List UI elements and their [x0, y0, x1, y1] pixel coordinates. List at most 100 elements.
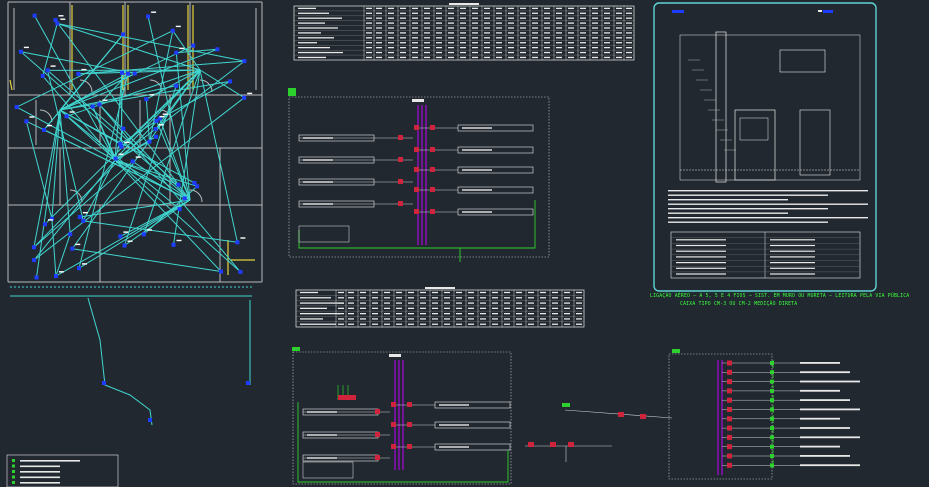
table-cell-text — [552, 323, 558, 325]
table-cell-text — [472, 22, 478, 24]
outlet-point — [141, 232, 146, 237]
table-cell-text — [580, 56, 586, 59]
circuit-tag — [48, 219, 53, 221]
table-cell-text — [532, 32, 538, 34]
load-box — [457, 186, 534, 194]
legend-text-line — [20, 460, 80, 462]
table-cell-text — [604, 46, 610, 49]
table-cell-text — [568, 22, 574, 24]
ground-terminal — [770, 416, 774, 421]
table-cell-text — [436, 46, 442, 49]
outlet-point — [170, 28, 175, 33]
circuit-run — [34, 15, 116, 161]
table-cell-text — [384, 297, 390, 299]
circuit-run — [33, 109, 61, 248]
breaker — [375, 455, 380, 460]
table-cell-text — [448, 32, 454, 34]
table-cell-text — [580, 42, 586, 44]
breaker — [398, 201, 403, 206]
table-cell-text — [544, 12, 550, 14]
detail-scale — [823, 10, 833, 13]
table-cell-text — [568, 27, 574, 29]
diagram-frame — [288, 96, 550, 258]
table-cell-text — [420, 291, 426, 294]
table-cell-text — [508, 17, 514, 19]
circuit-tag — [175, 25, 181, 28]
table-cell-text — [472, 37, 478, 39]
ground-terminal — [770, 435, 774, 440]
table-cell-text — [360, 312, 366, 315]
load-text — [462, 127, 492, 129]
table-cell-text — [460, 12, 466, 14]
table-cell-text — [338, 307, 344, 310]
table-cell-text — [424, 42, 430, 44]
circuit-tag — [240, 237, 246, 239]
table-cell-text — [492, 302, 498, 304]
ground-terminal — [770, 444, 774, 449]
table-cell-text — [396, 297, 402, 299]
table-cell-text — [540, 307, 546, 310]
unifilar-diagram-1 — [288, 88, 550, 262]
table-cell-text — [338, 297, 344, 299]
circuit-run — [57, 23, 201, 71]
table-cell-text — [544, 27, 550, 29]
table-cell-text — [480, 297, 486, 299]
table-cell-text — [480, 291, 486, 294]
table-cell-text — [360, 307, 366, 310]
table-cell-text — [396, 318, 402, 320]
table-cell-text — [604, 42, 610, 44]
table-cell-text — [448, 7, 454, 10]
table-cell-text — [604, 12, 610, 14]
table-cell-text — [592, 32, 598, 34]
outlet-point — [53, 18, 58, 23]
breaker — [407, 444, 412, 449]
meter-detail-panel — [653, 2, 877, 292]
table-cell-text — [388, 46, 394, 49]
table-cell-text — [448, 17, 454, 19]
load-box — [457, 146, 534, 154]
table-cell-text — [396, 312, 402, 315]
table-cell-text — [532, 37, 538, 39]
table-cell-text — [528, 291, 534, 294]
breaker — [391, 422, 396, 427]
table-cell-text — [564, 297, 570, 299]
table-cell-text — [604, 17, 610, 19]
table-cell-text — [366, 7, 372, 10]
table-cell-text — [592, 56, 598, 59]
table-cell-text — [496, 51, 502, 54]
meter — [739, 117, 769, 141]
detail-note-line — [668, 221, 828, 223]
table-cell-text — [592, 37, 598, 39]
table-cell-text — [376, 56, 382, 59]
table-cell-text — [444, 312, 450, 315]
circuit-run — [33, 161, 134, 248]
outlet-point — [154, 118, 159, 123]
circuit-run — [115, 69, 201, 159]
table-cell-text — [516, 291, 522, 294]
circuit-run — [132, 160, 191, 201]
table-cell-text — [484, 42, 490, 44]
breaker — [375, 432, 380, 437]
table-cell-text — [420, 307, 426, 310]
circuit-run — [78, 199, 191, 269]
outlet-point — [174, 50, 179, 55]
table-cell-text — [424, 27, 430, 29]
detail-note-line — [668, 203, 868, 205]
table-border — [293, 5, 635, 61]
circuit-tag — [69, 111, 75, 113]
circuit-run — [71, 69, 201, 249]
breaker — [727, 416, 732, 422]
table-cell-text — [604, 37, 610, 39]
table-cell-text — [496, 46, 502, 49]
table-cell-text — [576, 318, 582, 320]
load-text — [303, 203, 333, 205]
table-cell-text — [372, 302, 378, 304]
table-cell-text — [456, 312, 462, 315]
table-cell-text — [366, 56, 372, 59]
breaker — [727, 379, 732, 385]
table-cell-text — [436, 17, 442, 19]
table-cell-text — [568, 12, 574, 14]
table-cell-text — [366, 32, 372, 34]
outlet-point — [43, 222, 47, 227]
